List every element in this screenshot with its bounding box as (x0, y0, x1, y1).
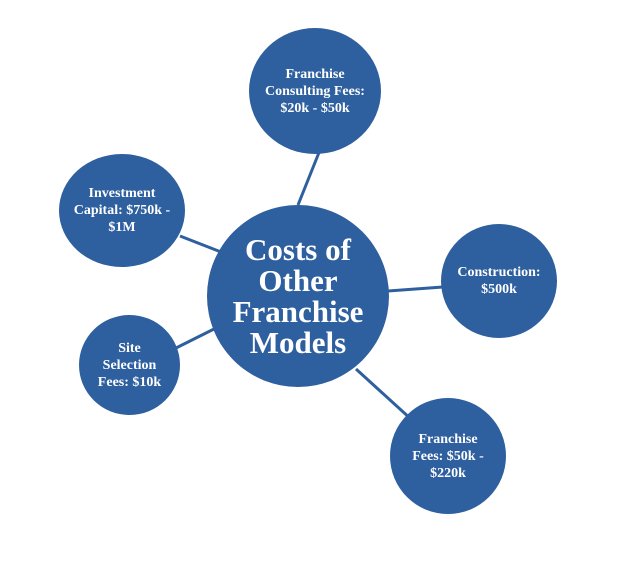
node-label-investment: Investment Capital: $750k - $1M (73, 186, 171, 235)
connector-fees (354, 367, 414, 422)
node-label-construction: Construction: $500k (457, 265, 541, 297)
node-label-consulting: Franchise Consulting Fees: $20k - $50k (265, 66, 365, 116)
connector-consulting (296, 149, 322, 206)
connector-investment (179, 234, 222, 254)
node-construction: Construction: $500k (441, 224, 557, 338)
center-node-costs: Costs of Other Franchise Models (207, 205, 389, 387)
connector-site (175, 326, 217, 350)
node-franchise-fees: Franchise Fees: $50k - $220k (390, 398, 506, 514)
center-node-label: Costs of Other Franchise Models (232, 232, 364, 360)
node-label-fees: Franchise Fees: $50k - $220k (412, 431, 484, 481)
node-investment-capital: Investment Capital: $750k - $1M (59, 154, 185, 267)
connector-construction (387, 285, 444, 293)
node-label-site: Site Selection Fees: $10k (97, 340, 162, 390)
node-site-selection-fees: Site Selection Fees: $10k (79, 315, 180, 415)
node-franchise-consulting-fees: Franchise Consulting Fees: $20k - $50k (249, 28, 381, 154)
